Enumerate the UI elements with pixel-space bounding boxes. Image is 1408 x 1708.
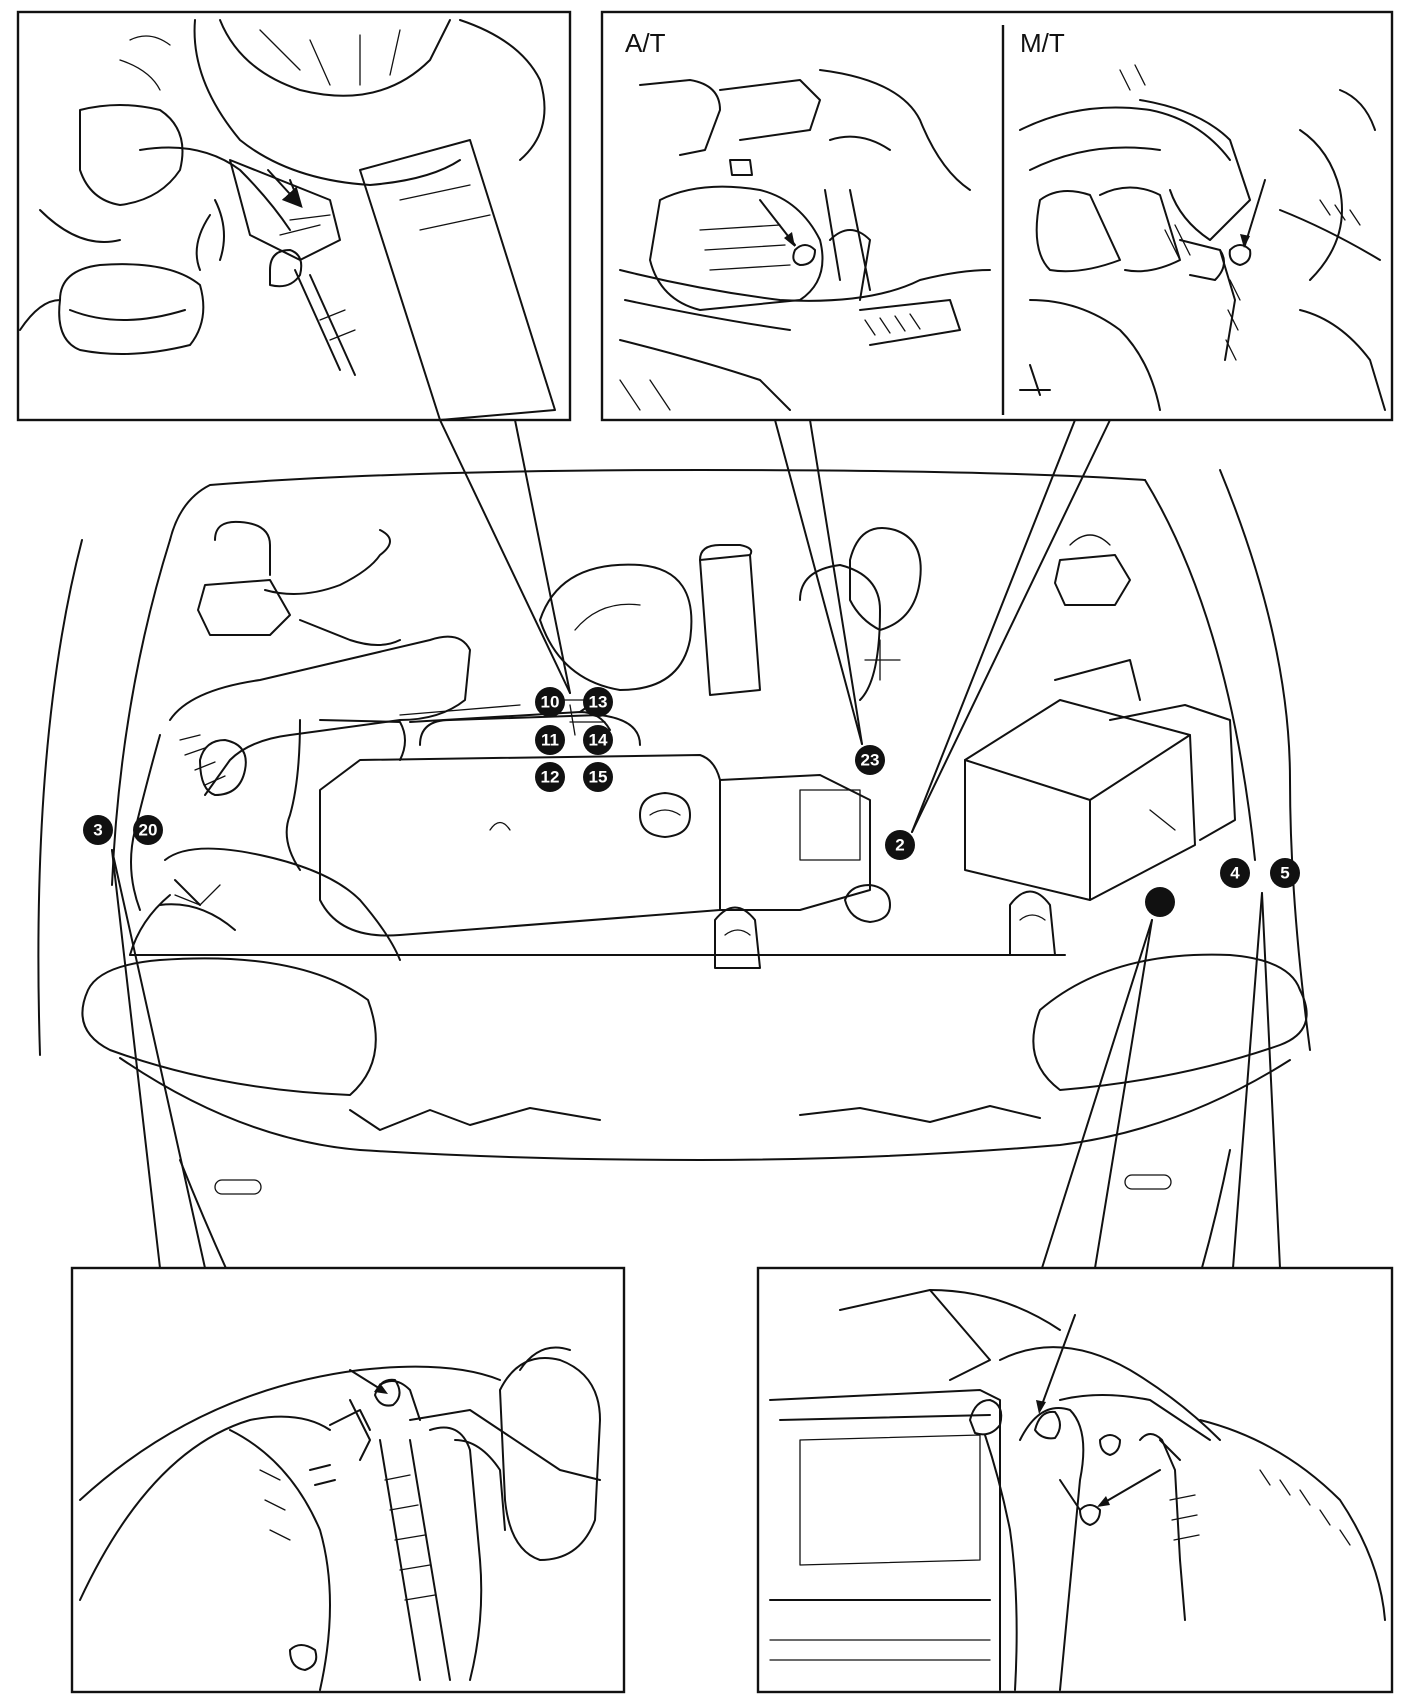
callout-15: 15	[583, 762, 613, 792]
callout-11: 11	[535, 725, 565, 755]
callout-20: 20	[133, 815, 163, 845]
mt-label: M/T	[1020, 28, 1065, 58]
callout-12: 12	[535, 762, 565, 792]
callout-2: 2	[885, 830, 915, 860]
svg-text:13: 13	[589, 693, 608, 712]
callout-14: 14	[583, 725, 613, 755]
svg-text:10: 10	[541, 693, 560, 712]
callout-1	[1145, 887, 1175, 917]
svg-text:14: 14	[589, 731, 608, 750]
callout-3: 3	[83, 815, 113, 845]
engine-bay-view	[37, 469, 1311, 1341]
at-label: A/T	[625, 28, 666, 58]
callout-4: 4	[1220, 858, 1250, 888]
svg-text:15: 15	[589, 768, 608, 787]
svg-text:23: 23	[861, 751, 880, 770]
svg-text:3: 3	[93, 821, 102, 840]
inset-top-left	[16, 10, 572, 422]
svg-text:12: 12	[541, 768, 560, 787]
inset-bottom-right	[756, 1266, 1394, 1694]
callout-23: 23	[855, 745, 885, 775]
svg-text:4: 4	[1230, 864, 1240, 883]
leader-lines	[111, 419, 1281, 1269]
callout-10: 10	[535, 687, 565, 717]
callout-5: 5	[1270, 858, 1300, 888]
svg-text:11: 11	[541, 731, 559, 750]
svg-text:5: 5	[1280, 864, 1289, 883]
inset-bottom-left	[70, 1266, 626, 1694]
callouts: 2 3 4 5 10 11 12 13	[83, 687, 1300, 917]
callout-13: 13	[583, 687, 613, 717]
svg-text:20: 20	[139, 821, 158, 840]
svg-text:2: 2	[895, 836, 904, 855]
inset-top-right: A/T M/T	[600, 10, 1394, 422]
